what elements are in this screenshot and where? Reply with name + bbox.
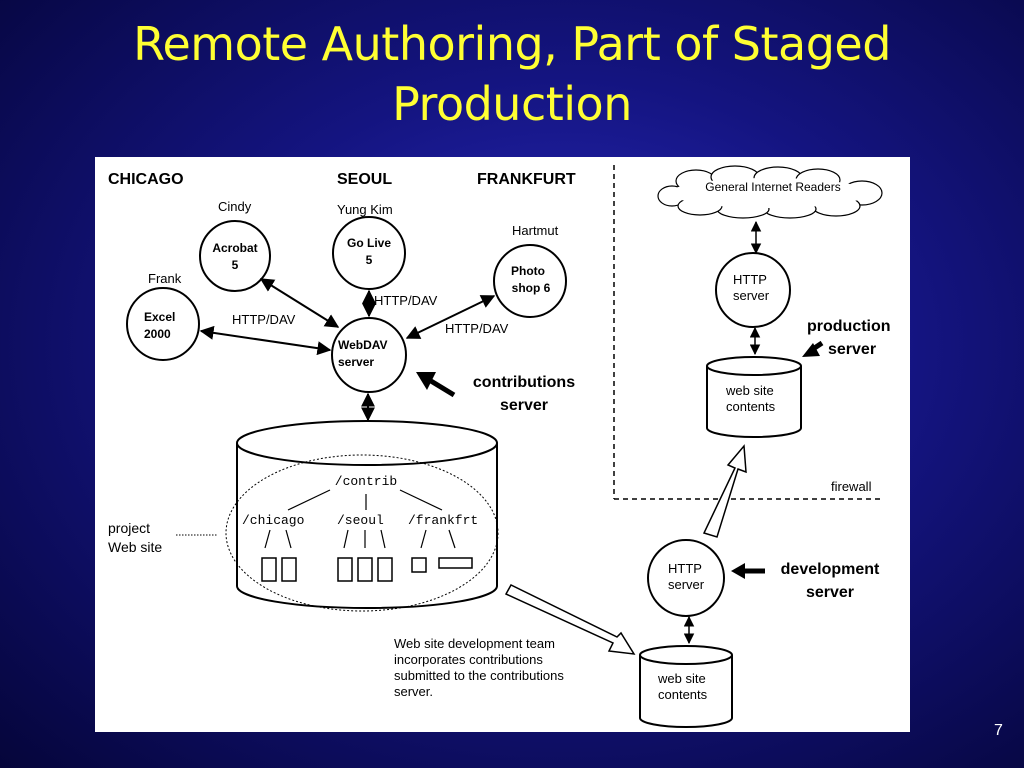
development-server-callout: development server (731, 561, 880, 601)
dir-chicago: /chicago (242, 513, 304, 528)
label-http-dav-golive: HTTP/DAV (374, 293, 438, 308)
acrobat-label-1: Acrobat (212, 241, 257, 255)
acrobat-label-2: 5 (232, 258, 239, 272)
arrow-acrobat-webdav (259, 278, 340, 328)
arrow-photoshop-webdav (405, 295, 496, 339)
production-server-label-2: server (828, 341, 876, 358)
dir-contrib: /contrib (335, 474, 397, 489)
golive-label-1: Go Live (347, 236, 391, 250)
internet-readers-label: General Internet Readers (705, 180, 840, 194)
person-hartmut: Hartmut (512, 223, 559, 238)
remote-authoring-diagram: CHICAGO SEOUL FRANKFURT Cindy Yung Kim H… (108, 165, 891, 728)
production-server-callout: production server (802, 318, 891, 358)
city-frankfurt: FRANKFURT (477, 171, 576, 188)
production-contents-label-2: contents (726, 399, 776, 414)
city-chicago: CHICAGO (108, 171, 184, 188)
slide-title: Remote Authoring, Part of Staged Product… (0, 14, 1024, 134)
contributions-server-label-2: server (500, 397, 548, 414)
note-line-1: Web site development team (394, 636, 555, 651)
project-website-label-1: project (108, 520, 150, 536)
person-yung-kim: Yung Kim (337, 202, 393, 217)
contributions-server-label-1: contributions (473, 374, 575, 391)
development-contents-cylinder: web site contents (639, 645, 733, 728)
file-frankfrt-2 (438, 557, 473, 569)
project-website-label-2: Web site (108, 539, 162, 555)
production-server-label-1: production (807, 318, 891, 335)
firewall-boundary (613, 165, 883, 500)
development-http-label-1: HTTP (668, 561, 702, 576)
golive-node: Go Live 5 (332, 216, 406, 290)
production-contents-cylinder: web site contents (706, 356, 802, 438)
person-cindy: Cindy (218, 199, 252, 214)
production-contents-label-1: web site (725, 383, 774, 398)
note-line-3: submitted to the contributions (394, 668, 564, 683)
slide-number: 7 (994, 722, 1003, 739)
slide-title-line-1: Remote Authoring, Part of Staged (133, 17, 891, 71)
excel-node: Excel 2000 (126, 287, 200, 361)
file-seoul-2 (357, 557, 373, 582)
file-chicago-2 (281, 557, 297, 582)
webdav-server-node: WebDAV server (331, 317, 407, 393)
file-frankfrt-1 (411, 557, 427, 573)
note-line-2: incorporates contributions (394, 652, 543, 667)
file-chicago-1 (261, 557, 277, 582)
note-line-4: server. (394, 684, 433, 699)
excel-label-2: 2000 (144, 327, 171, 341)
slide-title-line-2: Production (392, 77, 632, 131)
label-http-dav-excel: HTTP/DAV (232, 312, 296, 327)
http-dav-connectors (199, 278, 496, 422)
webdav-label-1: WebDAV (338, 338, 388, 352)
development-contents-label-2: contents (658, 687, 708, 702)
publish-arrow (702, 444, 747, 538)
production-http-label-1: HTTP (733, 272, 767, 287)
excel-label-1: Excel (144, 310, 175, 324)
webdav-label-2: server (338, 355, 374, 369)
production-arrows (749, 220, 762, 356)
development-note: Web site development team incorporates c… (394, 636, 564, 699)
production-http-label-2: server (733, 288, 770, 303)
development-server-label-2: server (806, 584, 854, 601)
development-http-label-2: server (668, 577, 705, 592)
label-http-dav-photoshop: HTTP/DAV (445, 321, 509, 336)
file-seoul-3 (377, 557, 393, 582)
transfer-arrow (504, 584, 636, 655)
firewall-label: firewall (831, 479, 872, 494)
development-http-server-node: HTTP server (647, 539, 725, 617)
city-seoul: SEOUL (337, 171, 392, 188)
arrow-excel-webdav (199, 325, 332, 356)
dir-frankfrt: /frankfrt (408, 513, 478, 528)
diagram-panel: CHICAGO SEOUL FRANKFURT Cindy Yung Kim H… (95, 157, 910, 732)
golive-label-2: 5 (366, 253, 373, 267)
photoshop-label-1: Photo (511, 264, 545, 278)
document-files (261, 557, 473, 582)
directory-tree-lines (264, 489, 456, 549)
acrobat-node: Acrobat 5 (199, 220, 271, 292)
internet-cloud (657, 165, 883, 219)
file-seoul-1 (337, 557, 353, 582)
production-http-server-node: HTTP server (715, 252, 791, 328)
repository-cylinder (236, 420, 498, 609)
project-site-boundary (225, 454, 499, 612)
person-frank: Frank (148, 271, 182, 286)
dir-seoul: /seoul (337, 513, 384, 528)
development-server-label-1: development (781, 561, 880, 578)
contributions-server-callout: contributions server (416, 372, 575, 414)
photoshop-label-2: shop 6 (512, 281, 551, 295)
development-contents-label-1: web site (657, 671, 706, 686)
photoshop-node: Photo shop 6 (493, 244, 567, 318)
